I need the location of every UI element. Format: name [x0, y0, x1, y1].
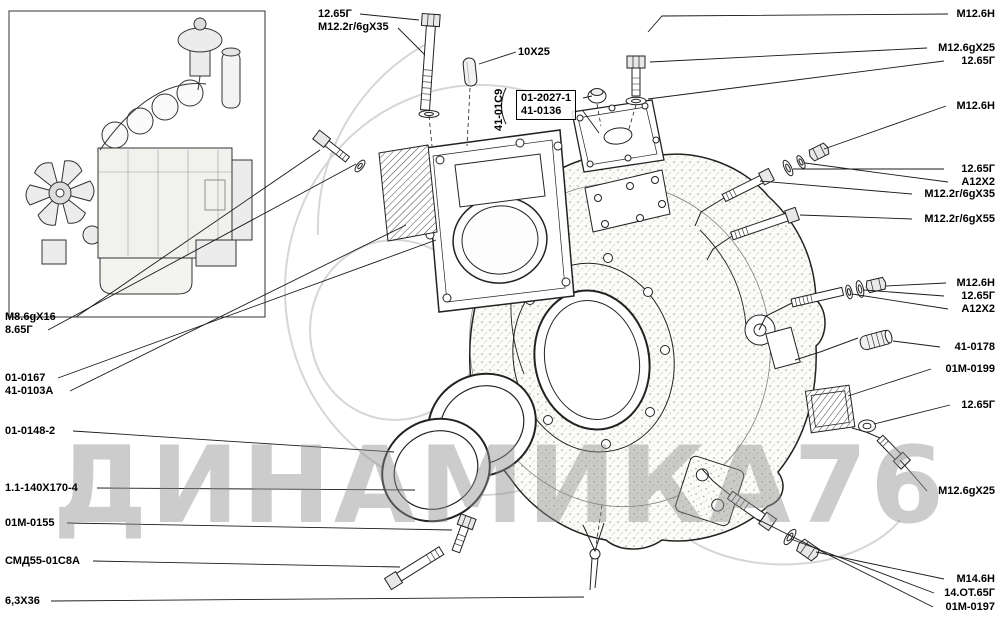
bolt-icon: [626, 55, 646, 97]
bolt-icon: [730, 206, 800, 241]
dowel-pin-icon: [462, 57, 478, 87]
leader-line: [799, 214, 913, 220]
leader-line: [50, 596, 585, 602]
leader-line: [66, 522, 453, 531]
washer-icon: [354, 159, 366, 173]
leader-line: [756, 518, 934, 608]
leader-line: [649, 47, 928, 63]
bolt-icon: [312, 129, 351, 163]
air-cleaner: [177, 17, 223, 91]
leader-line: [57, 239, 437, 379]
top-cover: [571, 99, 665, 173]
bolt-icon: [419, 12, 441, 111]
leader-line: [647, 13, 949, 33]
oil-pan: [99, 257, 193, 295]
leader-line: [851, 293, 949, 310]
top-pad: [584, 169, 671, 233]
leader-line: [885, 282, 947, 287]
witness-lines: [500, 87, 881, 496]
leader-line: [823, 105, 947, 150]
leader-line: [397, 27, 426, 56]
bottom-pad: [675, 455, 745, 527]
leader-lines: [47, 13, 951, 608]
leader-line: [478, 51, 517, 65]
leader-line: [863, 289, 945, 297]
bolt-icon: [451, 513, 477, 554]
cotter-pin-icon: [589, 548, 601, 591]
fasteners: [312, 12, 912, 591]
leader-line: [873, 404, 951, 425]
washer-icon: [783, 528, 797, 546]
leader-line: [69, 224, 407, 392]
engine-bracket: [195, 239, 237, 267]
gasket-plate: [378, 144, 438, 242]
front-plate: [424, 129, 575, 313]
engine-mount: [41, 239, 67, 265]
bolt-icon: [876, 434, 912, 470]
washer-icon: [796, 155, 806, 169]
breather-plug: [587, 88, 607, 104]
leader-line: [582, 95, 593, 99]
engine-intake-manifold: [99, 79, 207, 151]
leader-line: [647, 60, 945, 100]
leader-line: [582, 110, 600, 134]
cover-plate: [804, 384, 856, 434]
leader-line: [847, 368, 932, 397]
nut-icon: [865, 276, 887, 294]
leader-line: [892, 340, 941, 348]
leader-line: [75, 149, 321, 318]
plug-icon: [859, 329, 893, 351]
leader-line: [96, 487, 416, 491]
engine-block: [97, 147, 253, 259]
central-opening: [512, 262, 675, 453]
leader-line: [47, 163, 357, 331]
washer-icon: [782, 159, 794, 177]
side-window: [765, 326, 801, 370]
washer-icon: [625, 96, 647, 106]
leader-line: [72, 430, 395, 453]
leader-line: [359, 13, 420, 21]
leader-line: [899, 459, 928, 492]
muffler: [221, 47, 241, 109]
engine-fan: [25, 160, 95, 226]
leader-line: [804, 162, 949, 183]
washer-icon: [855, 280, 865, 298]
assembly-axes: [428, 87, 637, 547]
washer-icon: [845, 284, 853, 300]
stud-icon: [383, 546, 445, 591]
leader-line: [92, 560, 401, 568]
nut-icon: [808, 142, 830, 162]
leader-line: [759, 180, 913, 195]
seal-ring-front: [381, 417, 491, 523]
engine-inset: [8, 10, 266, 318]
